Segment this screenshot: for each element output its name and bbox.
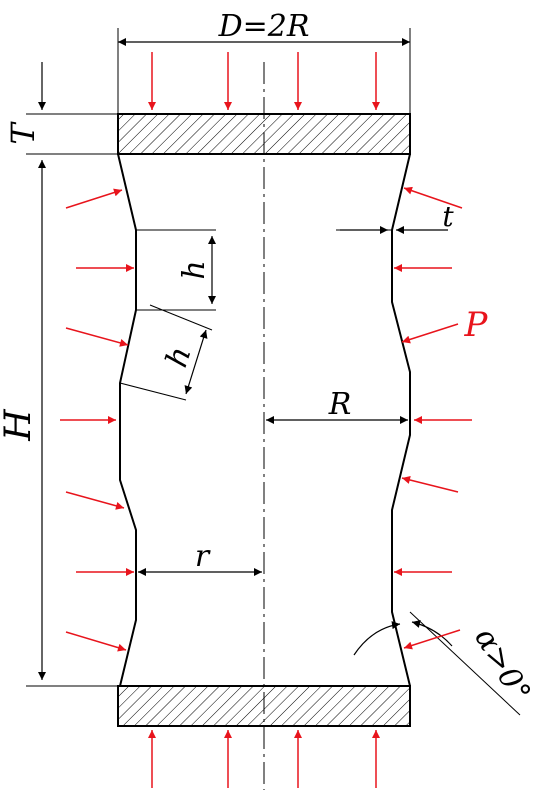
pressure-arrow <box>401 476 459 493</box>
pressure-arrow <box>65 631 127 652</box>
height-label: H <box>0 409 39 442</box>
right-pressure-arrows <box>394 186 472 650</box>
angle-reference-line <box>409 611 521 716</box>
pressure-arrow <box>65 327 129 347</box>
step-height-label-b: h <box>159 342 198 371</box>
extension-lines <box>26 28 411 687</box>
step-height-dimension-b <box>184 329 208 395</box>
outer-radius-label: R <box>328 387 352 422</box>
step-height-label-a: h <box>177 260 212 279</box>
angle-arc-right <box>411 620 453 647</box>
wall-thickness-label: t <box>442 200 454 233</box>
angle-arc <box>353 621 401 656</box>
pressure-label: P <box>464 305 489 345</box>
pressure-arrow <box>403 629 461 650</box>
angle-label: α>0° <box>467 622 537 708</box>
pressure-arrow <box>403 186 463 209</box>
left-pressure-arrows <box>60 188 134 652</box>
top-pressure-arrows <box>148 52 380 110</box>
bottom-pressure-arrows <box>148 730 380 788</box>
diameter-label: D=2R <box>218 9 310 44</box>
inner-radius-label: r <box>195 539 211 574</box>
pressure-arrow <box>65 491 125 510</box>
left-corrugated-wall <box>117 153 137 687</box>
pressure-arrow <box>65 188 123 209</box>
pressure-arrow <box>401 323 459 344</box>
plate-thickness-label: T <box>4 121 42 145</box>
right-corrugated-wall <box>391 153 411 687</box>
